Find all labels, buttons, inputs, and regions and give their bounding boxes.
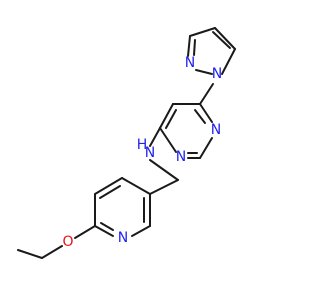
atom-amine-h: H (137, 137, 148, 153)
bond-pm-n3-c4 (159, 127, 177, 153)
bond-py-c3-c4 (121, 177, 151, 195)
atom-pyrimidine-n1: N (211, 122, 221, 138)
atom-pyridine-n: N (118, 230, 128, 246)
bond-ethyl (17, 249, 43, 259)
atom-amine-n: N (145, 145, 155, 161)
bond-py-c6-n-inner (100, 222, 114, 231)
bond-pm-c4-c5-inner (165, 109, 177, 129)
bond-o-ch2 (41, 245, 63, 259)
bond-nh-ch2 (149, 159, 179, 181)
bond-py-c4-c5 (94, 177, 123, 195)
bond-pz-c3-n2 (187, 35, 191, 57)
bond-pz-n2-n1 (195, 69, 213, 75)
bond-pz-n1-c5 (221, 48, 236, 75)
bond-pz-c3-n2-inner (193, 39, 196, 56)
bond-pz-c5-c4-inner (212, 31, 231, 49)
bond-layer (17, 27, 236, 259)
atom-pyrimidine-n3: N (176, 149, 186, 165)
atom-oxygen: O (62, 234, 73, 250)
atom-pyrazole-n1: N (212, 66, 222, 82)
bond-pz-c5-c4 (214, 27, 236, 50)
bond-ch2-py (149, 179, 179, 195)
bond-py-c4-c5-inner (99, 185, 121, 199)
bond-pm-c4-c5 (159, 103, 174, 129)
bond-py-c6-n (94, 225, 114, 237)
molecule-structure: N N N N H N N O (17, 27, 236, 259)
bond-pm-c6-n1-inner (194, 109, 206, 124)
atom-pyrazole-n2: N (185, 55, 195, 71)
bond-py-o (74, 225, 96, 239)
bond-pz-pm (199, 83, 214, 105)
bond-pm-c6-n1 (199, 103, 213, 123)
bond-py-n-c2 (131, 225, 151, 237)
bond-pm-n1-c2 (199, 137, 213, 159)
bond-pm-nh (149, 127, 161, 147)
bond-pz-c4-c3 (189, 27, 216, 37)
atom-label-layer: N N N N H N N O (62, 55, 222, 250)
